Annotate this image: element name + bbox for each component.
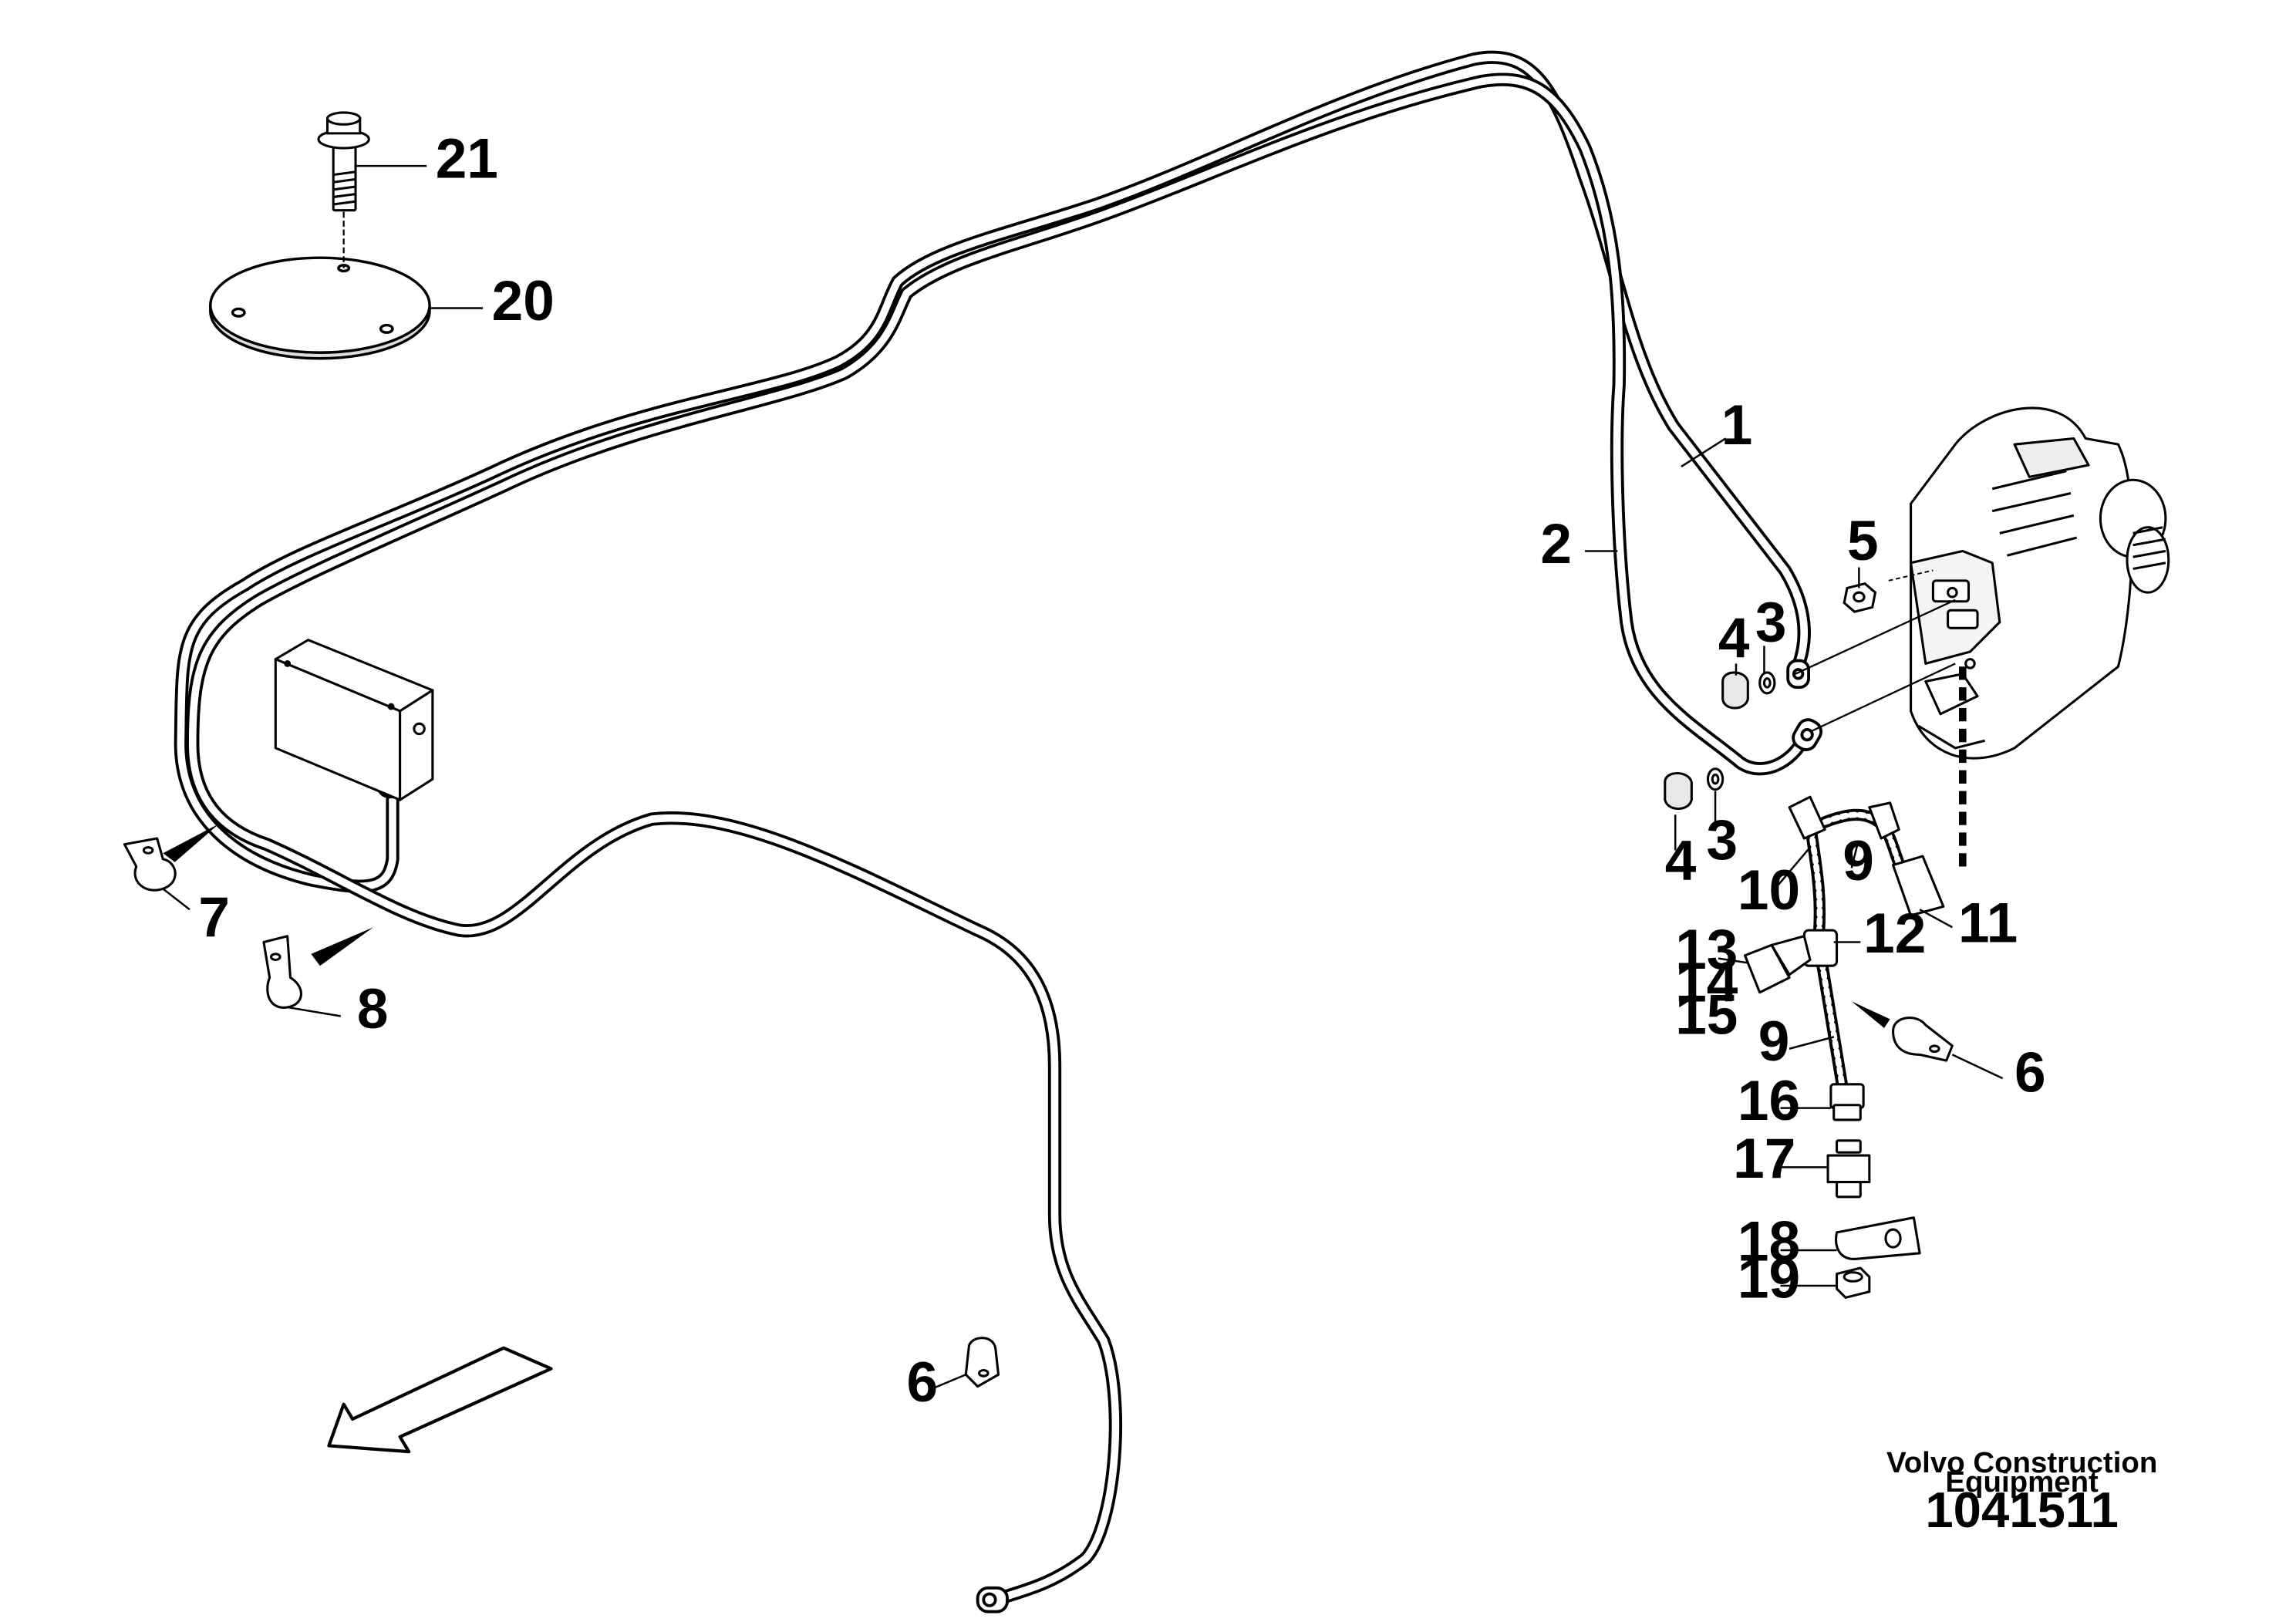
callout-21: 21 (436, 127, 498, 190)
callout-5: 5 (1847, 510, 1879, 572)
alternator (1910, 406, 2170, 760)
callout-1: 1 (1721, 394, 1753, 457)
callout-6: 6 (906, 1351, 938, 1414)
callout-14: 14 (1675, 951, 1738, 1013)
callout-9: 9 (1758, 1010, 1790, 1073)
callout-18: 18 (1738, 1210, 1800, 1273)
callout-4: 4 (1718, 608, 1750, 670)
callout-12: 12 (1863, 902, 1926, 965)
callout-20: 20 (492, 270, 555, 332)
callout-4: 4 (1665, 830, 1697, 892)
callout-16: 16 (1738, 1070, 1800, 1132)
callout-15: 15 (1675, 984, 1738, 1047)
nut-and-washer (1664, 582, 1877, 811)
cable-1-2 (174, 50, 1811, 1607)
direction-arrow (327, 1346, 553, 1454)
callout-labels: 1 2 3 3 4 4 5 6 6 7 8 9 9 10 11 12 13 14… (198, 127, 2045, 1413)
harness-connectors (1743, 795, 1945, 1299)
callout-10: 10 (1738, 859, 1800, 922)
callout-8: 8 (357, 978, 389, 1040)
callout-2: 2 (1540, 513, 1572, 575)
callout-6: 6 (2014, 1041, 2046, 1104)
drawing-footer: Volvo Construction Equipment 1041511 (1886, 1446, 2157, 1538)
cover-plate (209, 256, 431, 360)
callout-17: 17 (1733, 1128, 1795, 1190)
callout-9: 9 (1843, 830, 1874, 892)
callout-11: 11 (1958, 892, 2018, 954)
callout-19: 19 (1738, 1247, 1800, 1310)
drawing-number: 1041511 (1925, 1482, 2119, 1538)
callout-7: 7 (198, 886, 230, 949)
flange-bolt (317, 111, 370, 212)
callout-13: 13 (1675, 919, 1738, 981)
pointer-arrow (163, 823, 1890, 1028)
callout-3: 3 (1707, 809, 1738, 872)
cable-ring-terminal (376, 659, 1823, 1614)
company-name-line1: Volvo Construction (1886, 1446, 2157, 1479)
control-box (274, 639, 434, 801)
p-clamp (123, 837, 1954, 1388)
leader-lines (162, 164, 2004, 1391)
company-name-line2: Equipment (1945, 1465, 2099, 1499)
callout-3: 3 (1755, 592, 1787, 654)
